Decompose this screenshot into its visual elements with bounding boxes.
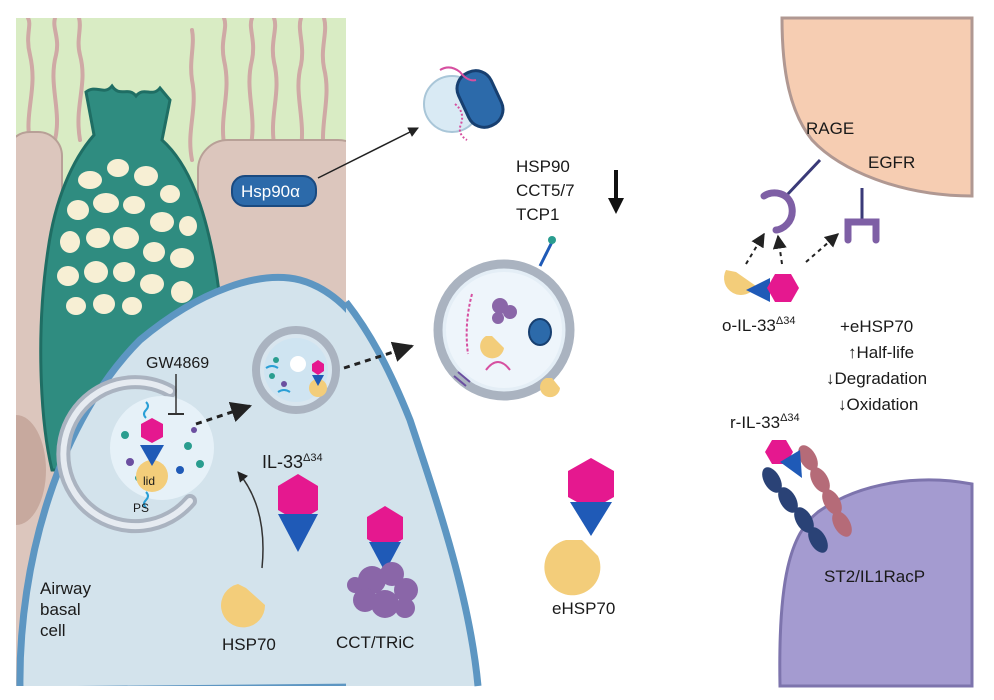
hsp90a-secretion-arrow xyxy=(317,127,419,179)
o-il33-to-rage-arrow-2 xyxy=(772,234,787,265)
hsp90-client-complex xyxy=(423,66,505,141)
mvb-to-exosome-arrow xyxy=(195,402,252,426)
st2-il1racp-receptor xyxy=(762,440,852,553)
svg-text:cell: cell xyxy=(40,621,66,640)
svg-text:↓Degradation: ↓Degradation xyxy=(826,369,927,388)
mucin-granules xyxy=(57,159,206,330)
multivesicular-body: lid PS GW4869 xyxy=(56,355,214,534)
egfr-receptor: EGFR xyxy=(844,153,915,244)
downregulated-chaperones: HSP90 CCT5/7 TCP1 xyxy=(516,157,575,224)
cilia xyxy=(26,18,329,162)
ehsp70-label: eHSP70 xyxy=(552,599,615,618)
svg-text:HSP90: HSP90 xyxy=(516,157,570,176)
r-il33-label: r-IL-33Δ34 xyxy=(730,412,800,432)
svg-text:CCT5/7: CCT5/7 xyxy=(516,181,575,200)
svg-text:basal: basal xyxy=(40,600,81,619)
o-il33-to-rage-arrow-1 xyxy=(745,232,765,265)
hsp70-chaperone: HSP70 xyxy=(221,584,276,654)
cct-tric-label: CCT/TRiC xyxy=(336,633,414,652)
o-il33-label: o-IL-33Δ34 xyxy=(722,315,795,335)
ps-label: PS xyxy=(133,501,149,515)
rage-label: RAGE xyxy=(806,119,854,138)
egfr-label: EGFR xyxy=(868,153,915,172)
ehsp70-effects: +eHSP70 ↑Half-life ↓Degradation ↓Oxidati… xyxy=(826,317,927,414)
target-cell-lower xyxy=(778,478,974,688)
lid-label: lid xyxy=(143,474,155,488)
il33-label: IL-33Δ34 xyxy=(262,452,323,472)
exosome-to-release-arrow xyxy=(343,341,414,370)
hsp90a-badge: Hsp90α xyxy=(231,175,317,207)
exosome-small xyxy=(252,326,340,414)
il33-blue-in-mvb xyxy=(140,445,164,466)
hsp70-in-mvb xyxy=(136,460,168,492)
svg-text:+eHSP70: +eHSP70 xyxy=(840,317,913,336)
hsp70-recruitment-arrow xyxy=(237,471,264,569)
cct-tric-complex: CCT/TRiC xyxy=(336,506,418,652)
il33-delta34-intracellular: IL-33Δ34 xyxy=(262,452,323,552)
oxidized-il33-complex: o-IL-33Δ34 xyxy=(722,270,799,335)
svg-text:↑Half-life: ↑Half-life xyxy=(848,343,914,362)
gw4869-label: GW4869 xyxy=(146,355,209,372)
rage-receptor: RAGE xyxy=(760,119,854,234)
released-exosome xyxy=(433,236,575,401)
il33-pink-in-mvb xyxy=(141,418,163,443)
svg-text:TCP1: TCP1 xyxy=(516,205,559,224)
svg-text:Hsp90α: Hsp90α xyxy=(241,182,300,201)
ehsp70-il33-complex: eHSP70 xyxy=(544,458,615,618)
target-cell-upper xyxy=(780,16,974,198)
svg-text:↓Oxidation: ↓Oxidation xyxy=(838,395,918,414)
basal-nucleus-edge xyxy=(16,415,46,525)
hsp70-label: HSP70 xyxy=(222,635,276,654)
o-il33-to-egfr-arrow xyxy=(805,233,840,263)
airway-basal-cell-label: Airway basal cell xyxy=(40,579,92,640)
st2-il1racp-label: ST2/IL1RacP xyxy=(824,567,925,586)
down-arrow xyxy=(608,170,624,214)
svg-text:Airway: Airway xyxy=(40,579,92,598)
